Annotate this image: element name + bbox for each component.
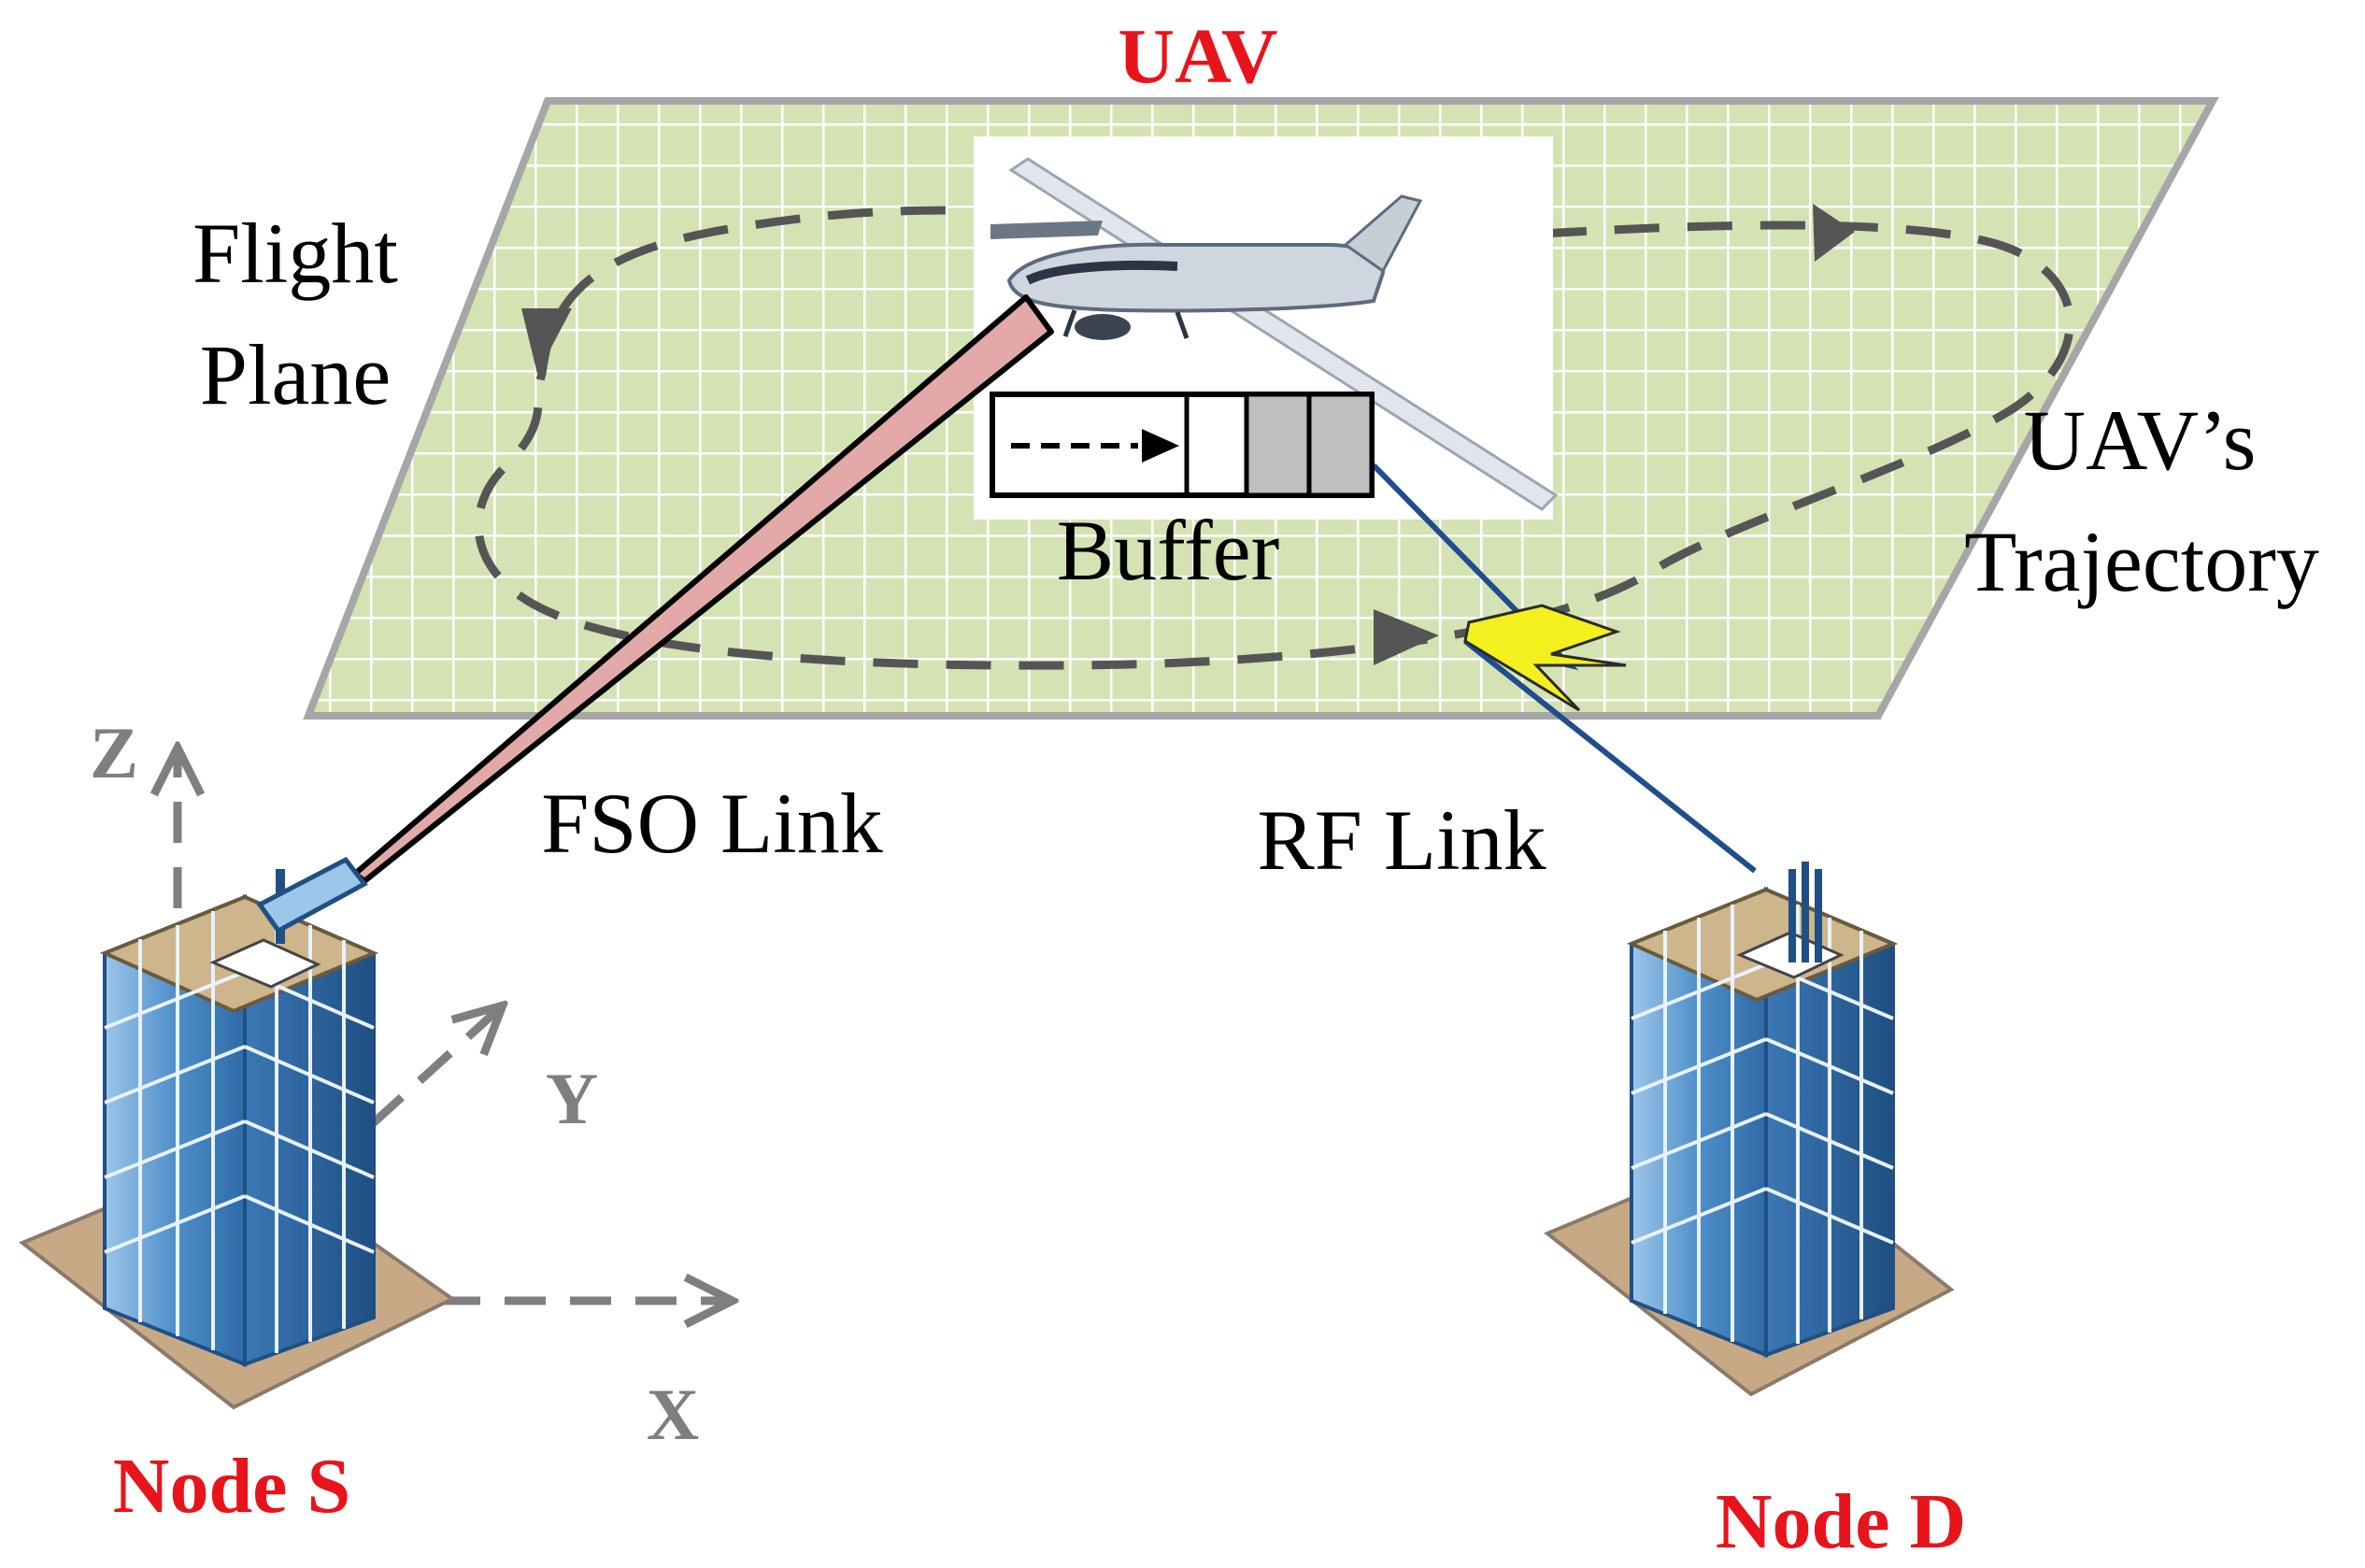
node-s-label: Node S	[113, 1443, 350, 1530]
rf-link	[1371, 463, 1757, 874]
antenna-icon	[1788, 862, 1822, 962]
building-icon	[1544, 886, 1955, 1397]
node-d-label: Node D	[1716, 1478, 1966, 1563]
transmitter-icon	[256, 856, 368, 944]
trajectory-arrow-icon	[1813, 204, 1855, 262]
flight-plane-label-line2: Plane	[200, 327, 391, 422]
z-axis-label: Z	[90, 712, 138, 793]
flight-plane-label-line1: Flight	[192, 206, 398, 301]
building-icon	[19, 893, 456, 1410]
buffer-arrow-icon	[1142, 429, 1179, 463]
trajectory-arrow-icon	[1374, 609, 1439, 665]
trajectory-label-line1: UAV’s	[2024, 392, 2257, 488]
trajectory-label-line2: Trajectory	[1964, 514, 2319, 609]
diagram-title: UAV	[1118, 13, 1277, 100]
y-axis-label: Y	[546, 1058, 598, 1139]
uav-trajectory-path	[474, 204, 2074, 670]
lightning-icon	[1463, 604, 1627, 712]
trajectory-arrow-icon	[521, 308, 572, 374]
rf-link-label: RF Link	[1257, 792, 1546, 888]
fso-link-label: FSO Link	[541, 776, 883, 871]
buffer-label: Buffer	[1057, 503, 1279, 598]
x-axis-label: X	[647, 1374, 699, 1455]
buffer-queue	[990, 392, 1375, 498]
